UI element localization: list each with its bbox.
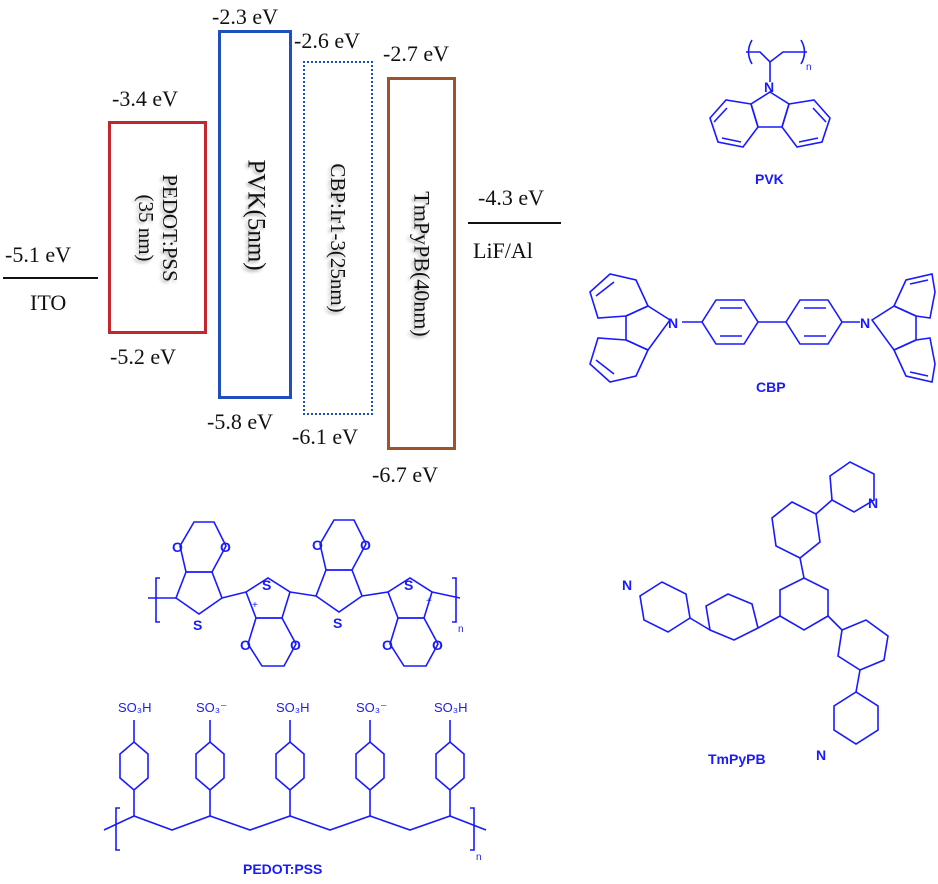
ito-level-line — [3, 277, 98, 279]
svg-text:N: N — [816, 747, 826, 763]
svg-text:O: O — [312, 537, 323, 553]
svg-text:n: n — [476, 852, 482, 863]
cbp-layer-box: CBP:Ir1-3(25nm) — [303, 61, 373, 415]
cathode-level-line — [468, 222, 561, 224]
pedot-layer-box: PEDOT:PSS (35 nm) — [108, 121, 207, 334]
pedot-thiophene-1 — [175, 571, 223, 615]
pedot-thiophene-2 — [245, 577, 291, 619]
pedot-lumo-label: -3.4 eV — [112, 86, 178, 111]
pvk-lumo-label: -2.3 eV — [212, 4, 278, 29]
pss-bracket-left — [115, 807, 120, 851]
svg-text:S: S — [333, 615, 342, 631]
svg-text:O: O — [432, 637, 443, 653]
cbp-name-label: CBP — [756, 379, 786, 395]
pvk-n-atom: N — [764, 79, 774, 95]
svg-text:SO₃⁻: SO₃⁻ — [356, 700, 387, 715]
cbp-left-benzene-top — [589, 273, 650, 319]
svg-text:S: S — [193, 617, 202, 633]
pvk-pyrrole-ring — [750, 91, 790, 128]
svg-text:O: O — [360, 537, 371, 553]
svg-text:N: N — [622, 577, 632, 593]
cbp-left-n-atom: N — [668, 315, 678, 331]
svg-text:SO₃H: SO₃H — [434, 700, 467, 715]
ito-name-label: ITO — [30, 290, 67, 315]
cbp-left-pyrrole — [625, 305, 672, 351]
pvk-n-subscript: n — [806, 62, 812, 73]
pedot-dioxane-4 — [389, 617, 439, 667]
pedot-homo-label: -5.2 eV — [110, 344, 176, 369]
ito-level-label: -5.1 eV — [5, 242, 71, 267]
pvk-layer-box: PVK(5nm) — [218, 30, 292, 399]
svg-text:SO₃H: SO₃H — [276, 700, 309, 715]
pedot-thiophene-3 — [315, 569, 363, 613]
cbp-lumo-label: -2.6 eV — [294, 28, 360, 53]
tmpypb-central-ring — [779, 577, 829, 631]
cbp-right-benzene-top — [892, 273, 936, 319]
svg-text:SO₃H: SO₃H — [118, 700, 151, 715]
svg-text:O: O — [172, 539, 183, 555]
pvk-right-benzene — [781, 99, 831, 148]
pedot-bracket-left — [155, 577, 160, 623]
pss-bracket-right — [470, 807, 475, 851]
tmpypb-homo-label: -6.7 eV — [372, 462, 438, 487]
svg-text:+: + — [252, 600, 258, 611]
tmpypb-lumo-label: -2.7 eV — [383, 41, 449, 66]
pedot-bracket-right — [452, 577, 457, 623]
pvk-left-benzene — [709, 99, 759, 148]
pvk-name-label: PVK — [755, 171, 784, 187]
pvk-homo-label: -5.8 eV — [207, 409, 273, 434]
svg-text:+: + — [426, 596, 432, 607]
cbp-right-n-atom: N — [860, 315, 870, 331]
pedot-dioxane-3 — [319, 519, 367, 571]
cathode-level-label: -4.3 eV — [478, 185, 544, 210]
pedot-dioxane-2 — [247, 617, 297, 667]
cathode-name-label: LiF/Al — [473, 238, 533, 263]
pedot-pss-name-label: PEDOT:PSS — [243, 861, 323, 877]
svg-text:SO₃⁻: SO₃⁻ — [196, 700, 227, 715]
svg-text:O: O — [220, 539, 231, 555]
cbp-homo-label: -6.1 eV — [292, 424, 358, 449]
svg-text:O: O — [290, 637, 301, 653]
cbp-left-benzene-bottom — [589, 337, 650, 383]
cbp-right-benzene-bottom — [892, 337, 936, 383]
svg-text:O: O — [240, 637, 251, 653]
svg-text:n: n — [458, 624, 464, 635]
tmpypb-name-label: TmPyPB — [708, 751, 766, 767]
pedot-dioxane-1 — [179, 521, 227, 573]
svg-text:O: O — [382, 637, 393, 653]
svg-text:S: S — [404, 577, 413, 593]
svg-text:N: N — [868, 495, 878, 511]
tmpypb-layer-box: TmPyPB(40nm) — [387, 77, 456, 450]
pedot-thiophene-4 — [387, 577, 433, 619]
svg-text:S: S — [262, 577, 271, 593]
cbp-right-pyrrole — [870, 305, 917, 351]
